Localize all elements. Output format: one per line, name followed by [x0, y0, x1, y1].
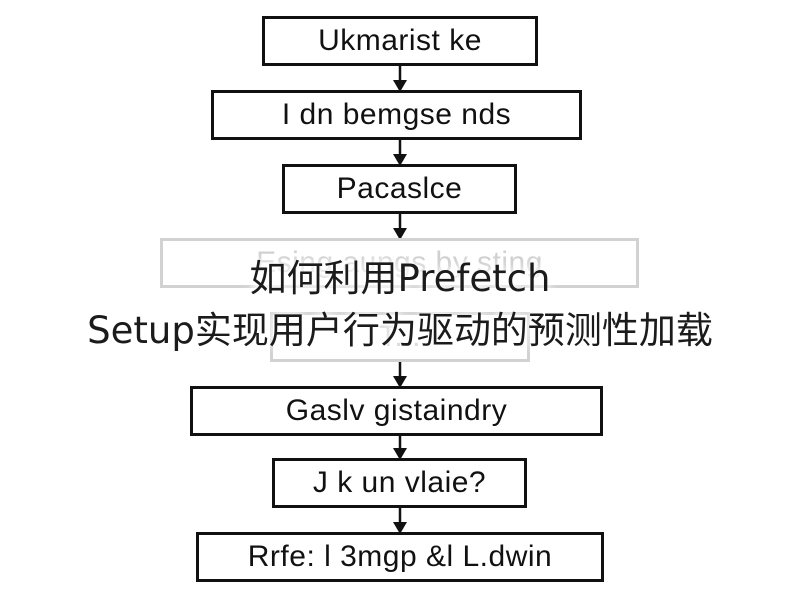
- flow-node-8: Rrfe: l 3mgp &l L.dwin: [196, 532, 604, 582]
- overlay-title-line-1: 如何利用Prefetch: [249, 257, 551, 300]
- flow-node-1: Ukmarist ke: [262, 16, 538, 66]
- flow-node-5: T...: [270, 312, 530, 362]
- arrowhead-6-7: [393, 448, 407, 460]
- arrowhead-1-2: [393, 80, 407, 92]
- flow-node-6: Gaslv gistaindry: [190, 386, 603, 436]
- overlay-title-line-2: Setup实现用户行为驱动的预测性加载: [87, 309, 713, 352]
- flow-node-3: Pacaslce: [282, 164, 517, 214]
- arrowhead-7-8: [393, 522, 407, 534]
- flow-node-7: J k un vlaie?: [272, 458, 527, 508]
- flow-node-2: I dn bemgse nds: [211, 90, 582, 140]
- arrowhead-2-3: [393, 154, 407, 166]
- flow-node-4: Esing aungs by sting: [160, 238, 639, 288]
- arrowhead-5-6: [393, 376, 407, 388]
- arrowhead-3-4: [393, 228, 407, 240]
